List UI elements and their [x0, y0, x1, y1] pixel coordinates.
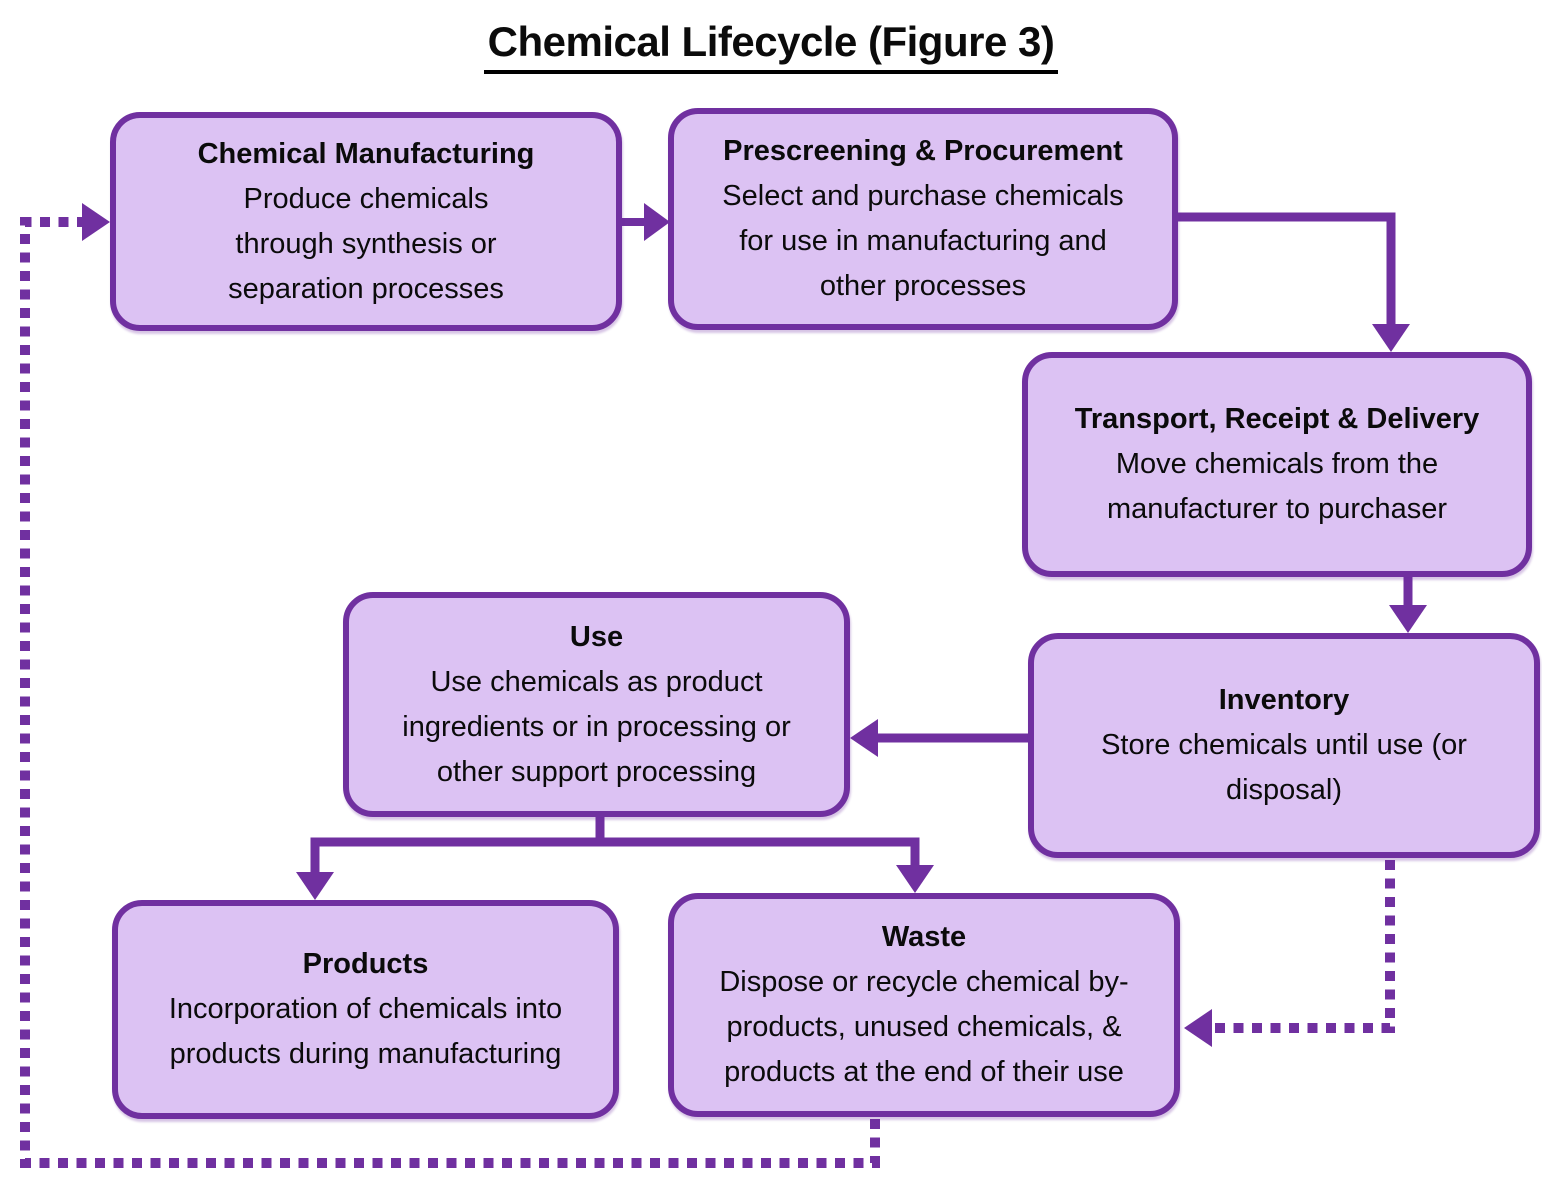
node-title: Products: [302, 948, 429, 980]
node-title: Inventory: [1218, 684, 1350, 716]
node-chemical-manufacturing: Chemical Manufacturing Produce chemicals…: [110, 112, 622, 331]
arrow-inventory-to-use: [850, 719, 1028, 757]
node-title: Transport, Receipt & Delivery: [1074, 403, 1480, 435]
node-body: Use chemicals as product ingredients or …: [402, 665, 791, 788]
node-body: Incorporation of chemicals into products…: [168, 993, 563, 1070]
node-body: Move chemicals from the manufacturer to …: [1106, 448, 1448, 525]
page-title-text: Chemical Lifecycle (Figure 3): [483, 18, 1059, 74]
node-transport-receipt-delivery: Transport, Receipt & Delivery Move chemi…: [1022, 352, 1532, 577]
arrow-inventory-to-waste-dotted: [1184, 860, 1395, 1047]
node-title: Use: [569, 620, 624, 653]
node-waste: Waste Dispose or recycle chemical by- pr…: [668, 893, 1180, 1117]
node-body: Dispose or recycle chemical by- products…: [719, 966, 1129, 1088]
arrow-transport-to-inventory: [1389, 577, 1427, 633]
arrow-use-to-products-and-waste: [296, 817, 934, 900]
page-title: Chemical Lifecycle (Figure 3): [0, 18, 1542, 74]
node-body: Store chemicals until use (or disposal): [1101, 729, 1467, 806]
node-title: Waste: [881, 921, 967, 953]
node-body: Select and purchase chemicals for use in…: [722, 180, 1124, 302]
node-prescreening-procurement: Prescreening & Procurement Select and pu…: [668, 108, 1178, 330]
node-body: Produce chemicals through synthesis or s…: [228, 182, 504, 305]
node-title: Prescreening & Procurement: [723, 135, 1123, 167]
arrow-prescreening-to-transport: [1178, 212, 1410, 352]
arrow-manufacturing-to-prescreening: [622, 203, 670, 241]
node-title: Chemical Manufacturing: [197, 137, 535, 170]
node-inventory: Inventory Store chemicals until use (or …: [1028, 633, 1540, 858]
node-products: Products Incorporation of chemicals into…: [112, 900, 619, 1119]
node-use: Use Use chemicals as product ingredients…: [343, 592, 850, 817]
